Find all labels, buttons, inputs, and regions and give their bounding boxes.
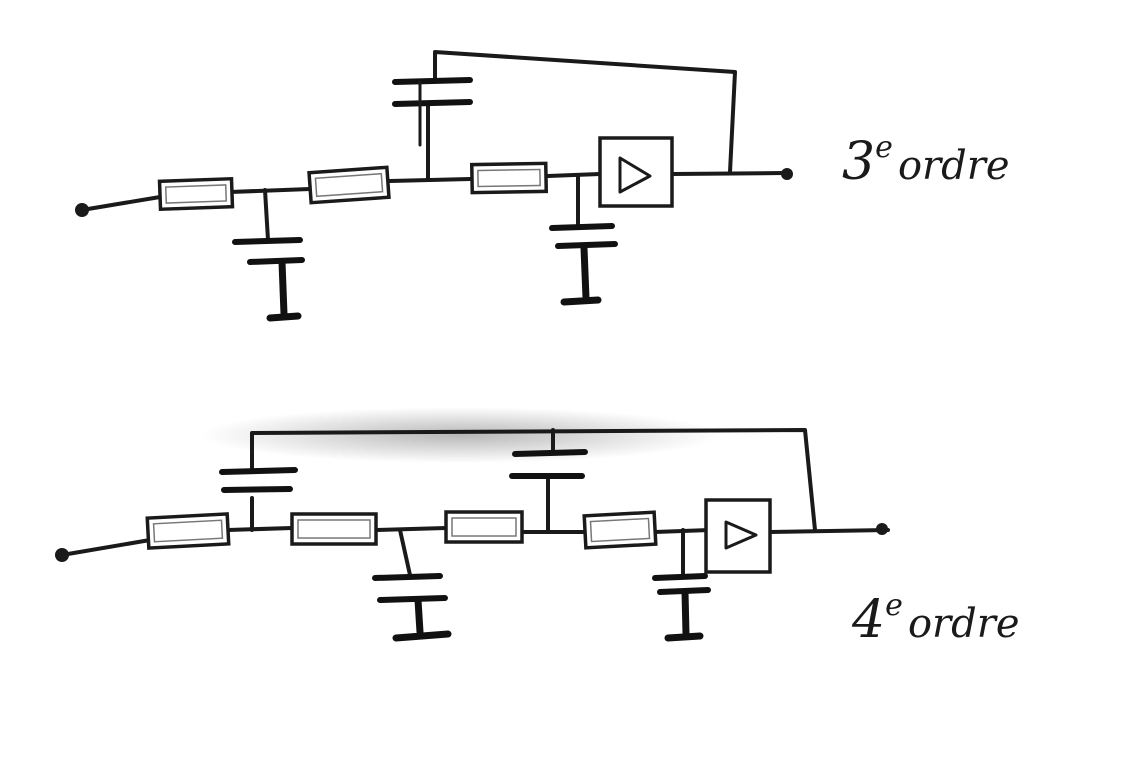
resistor	[444, 510, 524, 544]
feedback-wire	[250, 428, 817, 532]
ground-symbol	[560, 244, 602, 306]
fourth-order-label: 4e ordre	[852, 588, 1020, 650]
ground-symbol	[392, 596, 452, 642]
third-order-label: 3e ordre	[842, 130, 1010, 192]
fourth-order-filter	[55, 407, 890, 642]
order-superscript: e	[885, 588, 903, 623]
third-order-filter	[75, 50, 793, 322]
resistor	[469, 161, 549, 195]
buffer-amplifier	[704, 498, 772, 574]
feedback-capacitor	[392, 77, 473, 147]
output-terminal	[781, 168, 793, 180]
feedback-capacitor	[219, 467, 298, 493]
graphite-smudge	[200, 407, 720, 463]
signal-wire	[60, 526, 890, 557]
shunt-capacitor	[232, 237, 305, 265]
order-word: ordre	[897, 143, 1010, 189]
output-terminal	[876, 523, 888, 535]
capacitor-wire	[263, 188, 270, 242]
shunt-capacitor	[372, 573, 448, 603]
buffer-amplifier	[598, 136, 674, 208]
resistor	[290, 512, 378, 546]
order-word: ordre	[907, 601, 1020, 647]
ground-symbol	[664, 588, 704, 642]
resistor	[307, 165, 391, 205]
signal-wire	[80, 171, 787, 212]
shunt-capacitor	[549, 223, 618, 249]
capacitor-wire	[398, 528, 412, 577]
resistor	[157, 176, 235, 212]
order-superscript: e	[875, 130, 893, 165]
resistor	[145, 512, 231, 550]
ground-symbol	[266, 258, 302, 322]
feedback-wire	[546, 428, 555, 534]
shunt-capacitor	[652, 573, 711, 595]
resistor	[582, 510, 658, 550]
feedback-capacitor	[509, 449, 588, 479]
order-number: 4	[852, 590, 886, 650]
feedback-wire	[426, 50, 737, 180]
order-number: 3	[842, 132, 876, 192]
